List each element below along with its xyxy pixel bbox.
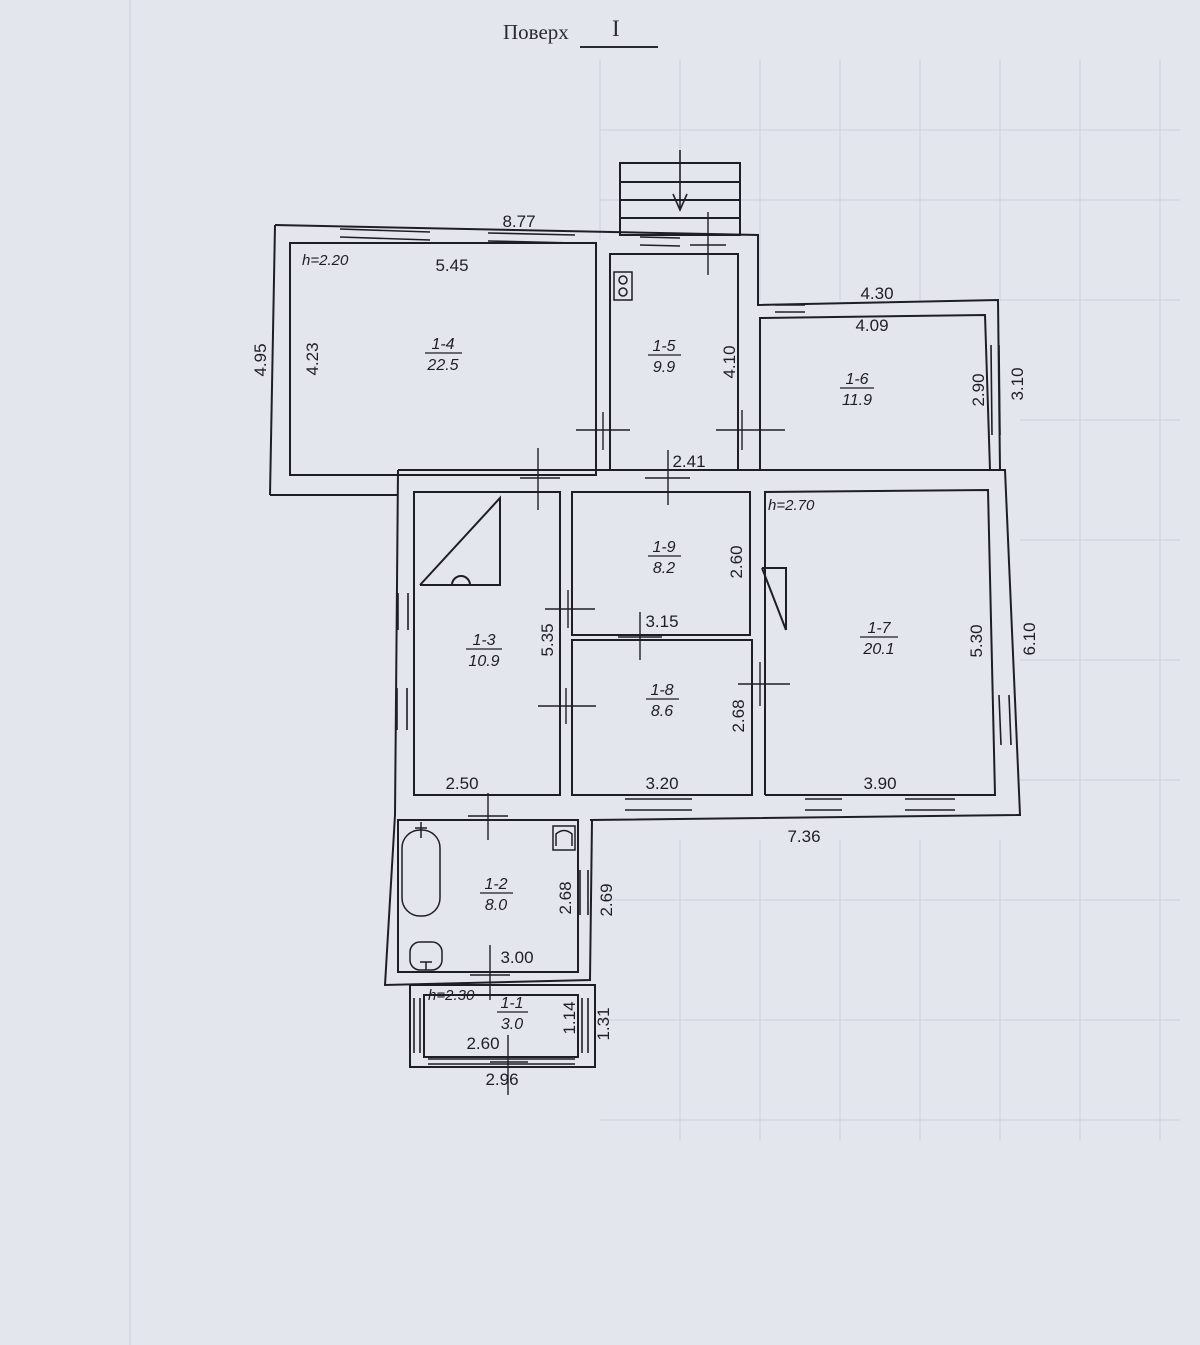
door-1-9-left [545, 590, 595, 628]
dimension-label: 2.41 [672, 452, 705, 471]
door-1-7 [738, 662, 790, 706]
dimension-label: 2.60 [466, 1034, 499, 1053]
window-1-7-right [998, 694, 1012, 746]
room-area: 22.5 [426, 357, 458, 374]
window-1-4-a [339, 228, 431, 241]
room-id: 1-2 [484, 876, 507, 893]
door-1-5 [716, 410, 785, 450]
dimension-label: 2.96 [485, 1070, 518, 1089]
dimension-label: 3.10 [1008, 367, 1027, 400]
window-1-4-b [487, 232, 576, 244]
dimension-label: 1.31 [594, 1007, 613, 1040]
room-id: 1-9 [652, 539, 675, 556]
room-area: 9.9 [653, 359, 675, 376]
window-1-1-bottom [428, 1058, 575, 1065]
room-id: 1-7 [867, 620, 891, 637]
sink-icon [552, 825, 576, 851]
floor-label: Поверх [503, 20, 569, 44]
room-id: 1-3 [472, 632, 495, 649]
dimension-label: 6.10 [1020, 622, 1039, 655]
dimension-label: 2.68 [556, 881, 575, 914]
door-1-4 [576, 412, 630, 450]
door-1-1 [470, 945, 510, 1000]
room-area: 10.9 [468, 653, 499, 670]
dimension-label: 3.90 [863, 774, 896, 793]
dimension-label: 4.30 [860, 284, 893, 303]
dimension-label: 7.36 [787, 827, 820, 846]
dimension-labels: 8.77 5.45 4.23 4.95 4.10 4.30 4.09 2.90 … [251, 212, 1039, 1089]
floor-number: I [612, 16, 620, 41]
window-1-1-right [581, 998, 589, 1053]
door-porch [490, 1035, 528, 1095]
room-id: 1-8 [650, 682, 673, 699]
room-id: 1-6 [845, 371, 868, 388]
dimension-label: 2.60 [727, 545, 746, 578]
dimension-label: 3.15 [645, 612, 678, 631]
room-id: 1-5 [652, 338, 675, 355]
door-1-2 [468, 793, 508, 840]
window-1-6-right [990, 344, 1001, 436]
room-area: 3.0 [501, 1016, 523, 1033]
dimension-label: 2.50 [445, 774, 478, 793]
toilet-icon [409, 941, 443, 971]
room-1-2-walls [397, 819, 579, 973]
dimension-label: 5.35 [538, 623, 557, 656]
background-grid [129, 0, 1180, 1345]
room-area: 8.6 [651, 703, 673, 720]
room-1-1-walls [409, 984, 596, 1068]
door-1-8-top [618, 612, 662, 660]
entry-door [690, 212, 726, 275]
room-height: h=2.70 [768, 497, 815, 514]
room-area: 20.1 [862, 641, 894, 658]
room-id: 1-4 [431, 336, 454, 353]
floor-number-underline [580, 46, 658, 48]
dimension-label: 4.23 [303, 342, 322, 375]
window-1-6-top [775, 304, 805, 313]
window-1-1-left [413, 998, 421, 1053]
fixtures [401, 271, 633, 971]
dimension-label: 4.95 [251, 343, 270, 376]
window-1-7-a [805, 798, 842, 811]
dimension-label: 5.45 [435, 256, 468, 275]
dimension-label: 2.69 [597, 883, 616, 916]
window-1-3-a [397, 593, 409, 630]
dimension-label: 2.68 [729, 699, 748, 732]
dimension-label: 2.90 [969, 373, 988, 406]
window-1-8 [625, 798, 692, 811]
door-1-8-left [538, 688, 596, 724]
dimension-label: 5.30 [967, 624, 986, 657]
stove-icon [613, 271, 633, 301]
door-1-3-top [520, 448, 560, 510]
window-1-7-b [905, 798, 955, 811]
room-height: h=2.30 [428, 987, 475, 1004]
door-1-9-top [645, 450, 690, 505]
windows [339, 228, 1012, 1065]
walls [269, 162, 1022, 1068]
dimension-label: 1.14 [560, 1001, 579, 1034]
room-1-8-walls [571, 639, 753, 796]
dimension-label: 4.09 [855, 316, 888, 335]
room-id: 1-1 [500, 995, 523, 1012]
room-height: h=2.20 [302, 252, 349, 269]
room-labels: 1-4 22.5 h=2.20 1-5 9.9 1-6 11.9 1-9 8.2… [302, 252, 898, 1033]
room-1-4-walls [289, 242, 597, 476]
room-area: 11.9 [842, 392, 872, 409]
entry-arrow-icon [672, 150, 688, 212]
room-area: 8.0 [485, 897, 507, 914]
dimension-label: 4.10 [720, 345, 739, 378]
doors [468, 212, 790, 1095]
dimension-label: 8.77 [502, 212, 535, 231]
bathtub-icon [401, 822, 441, 917]
window-1-5 [639, 236, 681, 247]
window-1-3-b [396, 688, 408, 730]
room-1-3-walls [413, 491, 561, 796]
dimension-label: 3.20 [645, 774, 678, 793]
room-1-9-walls [571, 491, 751, 636]
dimension-label: 3.00 [500, 948, 533, 967]
window-1-2 [579, 870, 589, 915]
room-area: 8.2 [653, 560, 675, 577]
